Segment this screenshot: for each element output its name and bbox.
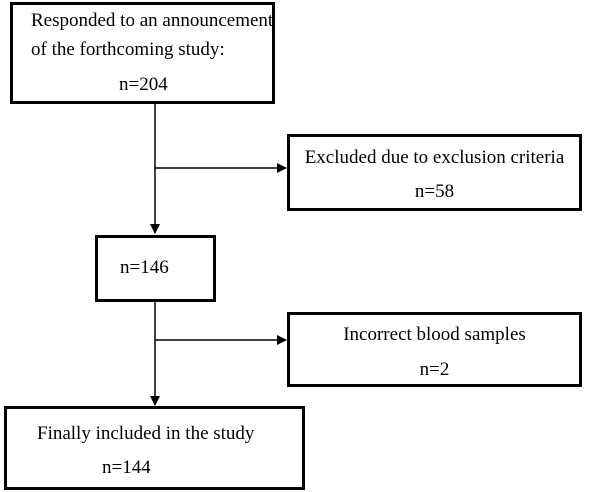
final-label: Finally included in the study [37, 423, 255, 444]
responded-box: Responded to an announcement of the fort… [10, 2, 275, 104]
responded-line-2: of the forthcoming study: [31, 39, 225, 60]
final-count: n=144 [102, 457, 151, 478]
incorrect-label: Incorrect blood samples [343, 324, 526, 345]
responded-line-1: Responded to an announcement [31, 10, 274, 31]
incorrect-box: Incorrect blood samples n=2 [287, 312, 582, 387]
final-box: Finally included in the study n=144 [4, 406, 305, 490]
excluded-label: Excluded due to exclusion criteria [304, 147, 565, 168]
remaining-count: n=146 [120, 257, 169, 278]
incorrect-count: n=2 [419, 359, 450, 380]
excluded-count: n=58 [414, 181, 455, 202]
excluded-box: Excluded due to exclusion criteria n=58 [287, 134, 582, 211]
remaining-box: n=146 [95, 235, 216, 302]
responded-count: n=204 [119, 74, 168, 95]
